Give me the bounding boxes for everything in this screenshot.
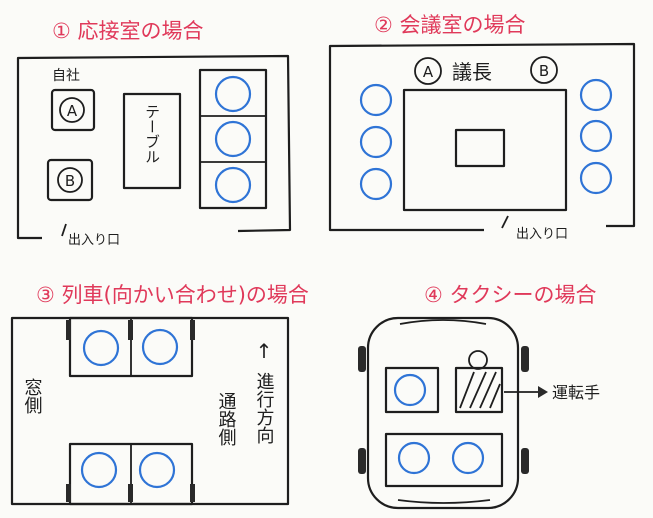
right-seat-2 <box>579 119 613 153</box>
meeting-entrance-label: 出入り口 <box>516 227 568 242</box>
table-label: テーブル <box>143 104 161 164</box>
reception-room-outline <box>16 54 292 240</box>
guest-seat-3 <box>214 166 252 204</box>
aisle-side-label: 通路側 <box>216 392 237 446</box>
armrest-top-left <box>66 320 71 340</box>
taxi-seat-rear-2 <box>451 441 485 475</box>
wheel-front-right <box>521 346 529 372</box>
train-seat-top-1 <box>82 329 120 367</box>
wheel-front-left <box>358 346 366 372</box>
reception-door-mark <box>61 223 67 237</box>
meeting-door-mark <box>501 215 509 229</box>
company-label: 自社 <box>52 68 80 84</box>
chair-label: 議長 <box>452 60 492 84</box>
sofa-a <box>50 88 96 132</box>
panel-taxi: ④ タクシーの場合 運転手 <box>358 283 600 510</box>
panel-reception: ① 応接室の場合 出入り口 自社 A B テーブル <box>16 19 292 248</box>
taxi-seat-rear-1 <box>397 441 431 475</box>
train-title: ③ 列車(向かい合わせ)の場合 <box>36 283 309 307</box>
guest-seat-1 <box>214 75 252 113</box>
meeting-seat-b-circle <box>530 56 558 84</box>
taxi-body-outline <box>366 316 520 510</box>
reception-table <box>122 92 182 190</box>
driver-pointer-arrowhead-icon <box>538 386 548 398</box>
left-seat-1 <box>359 83 393 117</box>
panel-meeting: ② 会議室の場合 出入り口 A 議長 B <box>328 13 636 242</box>
driver-seat-hatching <box>459 371 501 409</box>
train-seat-bottom-1 <box>80 451 118 489</box>
meeting-seat-b-letter: B <box>539 62 549 80</box>
taxi-seat-front-passenger <box>393 373 427 407</box>
right-seat-1 <box>579 78 613 112</box>
seat-a-letter: A <box>67 102 78 120</box>
reception-entrance-label: 出入り口 <box>68 233 120 248</box>
steering-wheel-icon <box>468 350 488 370</box>
armrest-bottom-left <box>66 484 71 502</box>
driver-label: 運転手 <box>552 383 600 402</box>
meeting-table <box>402 88 568 212</box>
wheel-rear-right <box>521 448 529 474</box>
armrest-bottom-right <box>190 484 195 502</box>
seat-b-letter: B <box>65 172 75 190</box>
armrest-bottom-mid <box>128 484 133 502</box>
meeting-title: ② 会議室の場合 <box>374 13 526 37</box>
reception-title: ① 応接室の場合 <box>52 19 204 43</box>
sofa-b <box>46 158 94 202</box>
seat-b-circle <box>57 167 83 193</box>
meeting-seat-a-circle <box>414 57 442 85</box>
seat-a-circle <box>59 97 85 123</box>
meeting-table-center <box>454 128 506 168</box>
passenger-front-seat <box>384 366 440 414</box>
meeting-seat-a-letter: A <box>423 63 434 81</box>
taxi-rear-bench <box>384 432 504 488</box>
direction-arrow-icon: ↑ <box>256 339 273 363</box>
wheel-rear-left <box>358 448 366 474</box>
meeting-room-outline <box>328 42 636 232</box>
train-seat-bottom-2 <box>138 451 176 489</box>
driver-seat <box>454 366 504 414</box>
armrest-top-mid <box>128 320 133 340</box>
direction-label: 進行方向 <box>254 372 275 444</box>
taxi-title: ④ タクシーの場合 <box>424 283 597 307</box>
train-seat-top-2 <box>141 328 179 366</box>
taxi-hood-line <box>399 319 487 325</box>
train-car-outline <box>10 316 290 506</box>
right-seat-3 <box>579 161 613 195</box>
left-seat-2 <box>359 125 393 159</box>
armrest-top-right <box>190 320 195 340</box>
reception-sofa-guests <box>198 68 268 210</box>
window-side-label: 窓側 <box>22 378 43 414</box>
panel-train: ③ 列車(向かい合わせ)の場合 窓側 通路側 ↑ 進行方向 <box>10 283 309 506</box>
guest-seat-2 <box>214 120 252 158</box>
left-seat-3 <box>359 167 393 201</box>
taxi-trunk-line <box>397 499 491 504</box>
